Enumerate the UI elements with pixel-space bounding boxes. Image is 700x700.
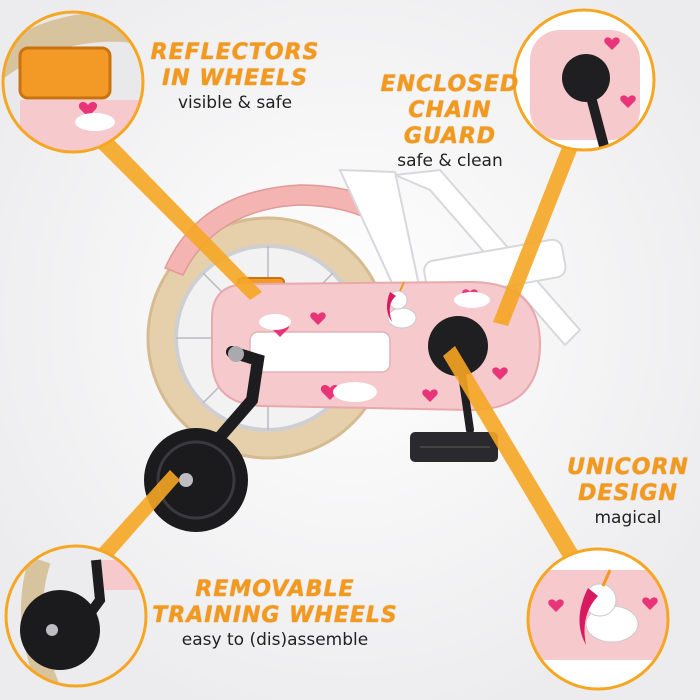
training-wheel-bracket (194, 346, 265, 466)
feature-title: ENCLOSED CHAIN GUARD (380, 72, 520, 149)
chain-guard-window (249, 331, 391, 373)
feature-training-wheels: REMOVABLE TRAINING WHEELS easy to (dis)a… (150, 577, 400, 651)
feature-title: UNICORN DESIGN (567, 455, 689, 506)
callout-connectors (96, 138, 588, 576)
inset-training-wheel (6, 546, 146, 686)
training-wheel (144, 428, 248, 532)
frame-top-tube (391, 168, 582, 347)
feature-chain-guard: ENCLOSED CHAIN GUARD safe & clean (360, 72, 540, 172)
unicorn-decal (386, 281, 417, 329)
feature-desc: magical (594, 508, 662, 528)
feature-title: REMOVABLE TRAINING WHEELS (152, 577, 398, 628)
inset-unicorn (528, 549, 668, 689)
feature-title: REFLECTORS IN WHEELS (150, 40, 320, 91)
feature-unicorn: UNICORN DESIGN magical (560, 455, 696, 529)
inset-chain-guard (514, 10, 654, 150)
feature-desc: safe & clean (397, 151, 503, 171)
feature-reflectors: REFLECTORS IN WHEELS visible & safe (150, 40, 320, 114)
feature-desc: easy to (dis)assemble (181, 630, 369, 650)
feature-desc: visible & safe (177, 93, 293, 113)
